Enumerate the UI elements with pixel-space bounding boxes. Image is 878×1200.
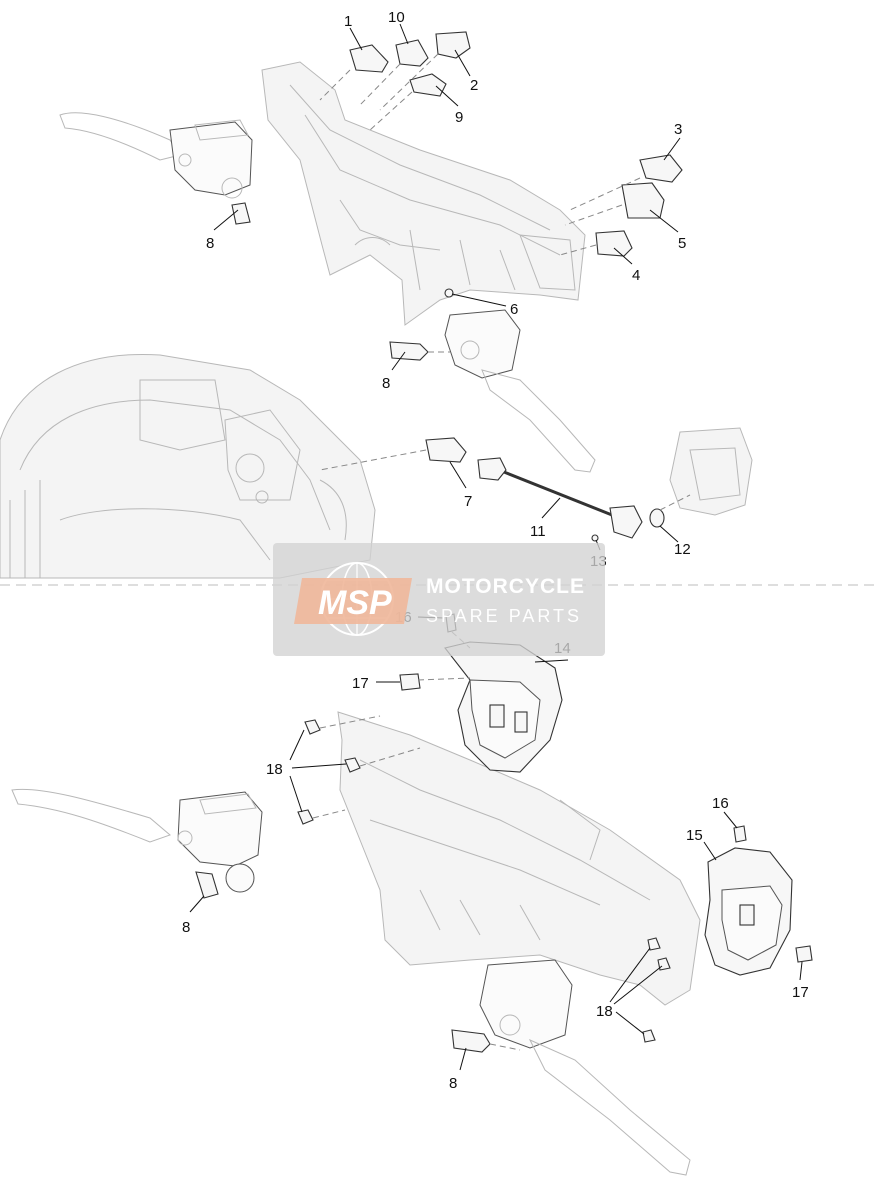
callout-8-lower-right: 8 (449, 1075, 457, 1092)
assembly-lines-top (319, 53, 641, 256)
switch-parts-top (231, 31, 683, 298)
lower-left-brake-lever (11, 788, 263, 899)
callout-12: 12 (674, 541, 691, 558)
callout-1: 1 (344, 13, 352, 30)
callout-16-lower: 16 (712, 795, 729, 812)
callout-5: 5 (678, 235, 686, 252)
upper-left-brake-lever (59, 112, 253, 199)
watermark-line1: MOTORCYCLE (426, 575, 585, 598)
switch-housing-lower (642, 825, 813, 1043)
callout-9: 9 (455, 109, 463, 126)
screws-upper-group (297, 715, 421, 825)
callout-17-lower: 17 (792, 984, 809, 1001)
callout-2: 2 (470, 77, 478, 94)
callout-6: 6 (510, 301, 518, 318)
callout-3: 3 (674, 121, 682, 138)
lower-right-brake-lever (451, 959, 691, 1176)
callout-7: 7 (464, 493, 472, 510)
msp-watermark: MSP MOTORCYCLE SPARE PARTS (273, 543, 605, 656)
callout-8-upper-left: 8 (206, 235, 214, 252)
switch-housing-upper (399, 613, 563, 773)
callout-10: 10 (388, 9, 405, 26)
callout-18-upper: 18 (266, 761, 283, 778)
upper-handlebar-cover (261, 61, 586, 326)
callout-18-lower: 18 (596, 1003, 613, 1020)
legshield-frame (0, 353, 376, 579)
callout-4: 4 (632, 267, 640, 284)
watermark-logo-badge (294, 578, 412, 624)
callout-17-upper: 17 (352, 675, 369, 692)
watermark-line2: SPARE PARTS (426, 606, 582, 626)
watermark-logo-text: MSP (318, 584, 392, 622)
lower-handlebar-cover (337, 711, 701, 1006)
watermark-panel (273, 543, 605, 656)
callout-15: 15 (686, 827, 703, 844)
upper-right-brake-lever (389, 309, 596, 473)
callout-8-upper-right: 8 (382, 375, 390, 392)
switch-cable-parts (319, 427, 753, 542)
callout-8-lower-left: 8 (182, 919, 190, 936)
callout-11: 11 (530, 523, 546, 540)
